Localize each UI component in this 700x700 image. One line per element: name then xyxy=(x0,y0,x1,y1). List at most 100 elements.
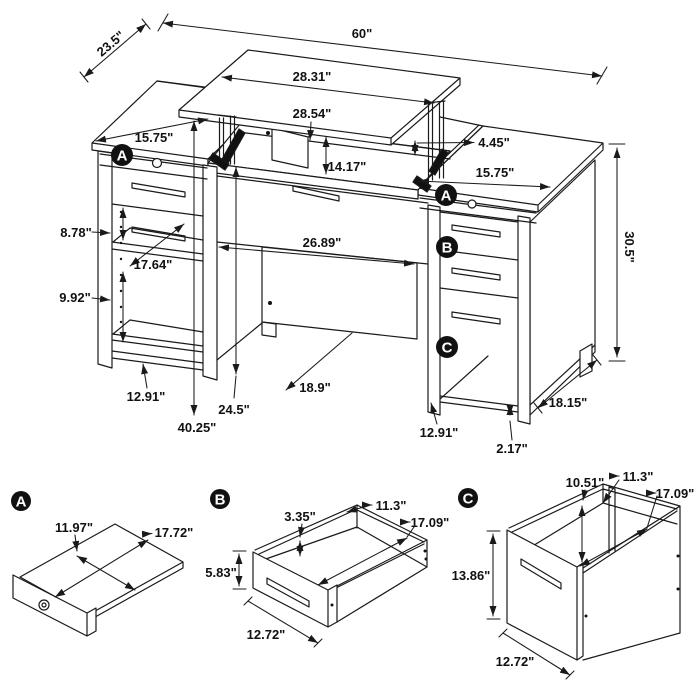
dim-lift-top-width: 28.31" xyxy=(221,69,435,106)
dim-left-top-width: 15.75" xyxy=(95,117,209,145)
detail-c-drawing xyxy=(506,483,681,661)
marker-c-circle xyxy=(436,336,458,358)
detail-c-inner-width-label: 11.3" xyxy=(623,469,654,484)
left-drawer-handle xyxy=(131,182,186,198)
file-drawer-front xyxy=(506,529,584,661)
drawer-screw-1 xyxy=(330,603,334,607)
right-drawer1-handle xyxy=(451,224,501,238)
dim-left-top-width-label: 15.75" xyxy=(135,130,174,145)
drawer-handle xyxy=(266,577,310,608)
detail-b: B 5.83" 12.72" 3.35" 11.3" 17.09" xyxy=(205,489,450,648)
center-drawer-handle xyxy=(292,185,340,202)
dim-lift-gap-label: 4.45" xyxy=(478,135,509,150)
detail-a-marker-label: A xyxy=(16,494,27,511)
lift-posts-right xyxy=(426,100,446,181)
dim-overall-depth: 23.5" xyxy=(79,18,151,83)
dim-right-ped-width-label: 12.91" xyxy=(420,425,459,440)
dim-overall-height: 30.5" xyxy=(608,143,637,362)
detail-c-inner-height-label: 10.51" xyxy=(566,475,605,490)
detail-a-dims: 17.72" 11.97" xyxy=(54,520,194,598)
dim-left-ped-width: 12.91" xyxy=(127,363,166,404)
dim-lower-shelf-gap: 9.92" xyxy=(59,271,127,343)
file-screw-2 xyxy=(676,554,680,558)
dim-knee-height-label: 24.5" xyxy=(218,402,249,417)
detail-b-inner-depth-label: 17.09" xyxy=(411,515,450,530)
right-drawer3-handle xyxy=(451,311,501,325)
detail-c-front-height-label: 13.86" xyxy=(452,568,491,583)
detail-c: C 13.86" 12.72" 10.51" 11.3" 17.09" xyxy=(452,469,695,680)
dim-lift-gap: 4.45" xyxy=(411,135,510,156)
main-dimensions: 60" 23.5" 28.31" 28.54" 4.45" xyxy=(59,13,637,456)
detail-c-dims: 13.86" 12.72" 10.51" 11.3" 17.09" xyxy=(452,469,695,680)
lift-strut-right xyxy=(428,148,449,176)
shelf-pin-holes xyxy=(119,210,123,324)
detail-b-front-height-label: 5.83" xyxy=(205,565,236,580)
dim-lift-opening-width-label: 28.54" xyxy=(293,106,332,121)
dim-knee-depth: 18.9" xyxy=(285,332,353,395)
knee-space-side-edges xyxy=(216,322,489,410)
marker-c-label: C xyxy=(442,340,453,357)
dim-knee-depth-label: 18.9" xyxy=(299,380,330,395)
detail-b-inner-width-label: 11.3" xyxy=(376,498,407,513)
dim-shelf-depth-label: 17.64" xyxy=(134,257,173,272)
dim-riser-height-label: 14.17" xyxy=(328,159,367,174)
lift-mechanism-left xyxy=(208,114,246,171)
left-drawer-separator xyxy=(111,203,204,217)
dim-side-depth-label: 18.15" xyxy=(549,395,588,410)
back-panel xyxy=(261,246,418,340)
lift-posts-left xyxy=(217,114,237,167)
file-screw-1 xyxy=(584,614,588,618)
detail-b-marker-circle xyxy=(210,489,230,509)
marker-a-right-circle xyxy=(435,184,457,206)
dim-knee-width-label: 26.89" xyxy=(303,235,342,250)
detail-a-marker-circle xyxy=(11,491,31,511)
detail-c-marker-circle xyxy=(458,488,478,508)
right-tray-knob xyxy=(467,199,477,209)
desk-rear-edge xyxy=(156,80,484,127)
detail-b-drawing xyxy=(252,504,428,628)
detail-a: A 17.72" 11.97" xyxy=(11,491,194,637)
dim-shelf-depth: 17.64" xyxy=(129,223,185,272)
dim-open-height-label: 40.25" xyxy=(178,420,217,435)
dim-overall-width: 60" xyxy=(157,13,608,85)
detail-a-width-label: 11.97" xyxy=(55,520,93,535)
left-ped-floor xyxy=(111,319,204,353)
right-ped-bottom-rail xyxy=(439,395,519,413)
marker-b-circle xyxy=(436,236,458,258)
detail-b-inner-height-label: 3.35" xyxy=(284,509,315,524)
drawer-screw-3 xyxy=(424,557,428,561)
marker-a-left-circle xyxy=(111,144,133,166)
dim-side-depth: 18.15" xyxy=(533,354,602,414)
dim-upper-shelf-gap-label: 8.78" xyxy=(60,225,91,240)
dim-lift-opening-width: 28.54" xyxy=(293,106,332,141)
cavity-screw-dot xyxy=(266,131,270,135)
drawer-screw-2 xyxy=(423,549,427,553)
file-drawer-handle xyxy=(520,558,562,590)
dim-knee-width: 26.89" xyxy=(218,235,415,267)
marker-b-label: B xyxy=(442,240,453,257)
main-view: 60" 23.5" 28.31" 28.54" 4.45" xyxy=(59,13,637,456)
back-panel-screw xyxy=(268,301,272,305)
tray-knob xyxy=(38,599,50,611)
detail-c-inner-depth-label: 17.09" xyxy=(656,486,695,501)
dim-riser-height: 14.17" xyxy=(322,136,367,175)
dim-toe-height: 2.17" xyxy=(496,404,528,456)
left-ped-left-stile xyxy=(97,150,113,369)
lift-bracket-left xyxy=(208,152,230,171)
dim-toe-height-label: 2.17" xyxy=(496,441,527,456)
dim-upper-shelf-gap: 8.78" xyxy=(60,207,127,241)
back-panel-foot xyxy=(261,321,277,338)
dim-left-ped-width-label: 12.91" xyxy=(127,389,166,404)
dim-right-top-width-label: 15.75" xyxy=(476,165,515,180)
dim-overall-width-label: 60" xyxy=(352,26,373,41)
right-drawer2-handle xyxy=(451,267,501,281)
right-ped-right-stile xyxy=(517,215,531,425)
detail-a-depth-label: 17.72" xyxy=(155,525,194,540)
detail-b-marker-label: B xyxy=(215,492,226,509)
detail-b-dims: 5.83" 12.72" 3.35" 11.3" 17.09" xyxy=(205,498,450,648)
left-tray-knob xyxy=(151,157,163,169)
dim-right-top-width: 15.75" xyxy=(418,165,551,191)
tray-knob-inner xyxy=(41,602,47,608)
dim-lift-top-width-label: 28.31" xyxy=(293,69,332,84)
